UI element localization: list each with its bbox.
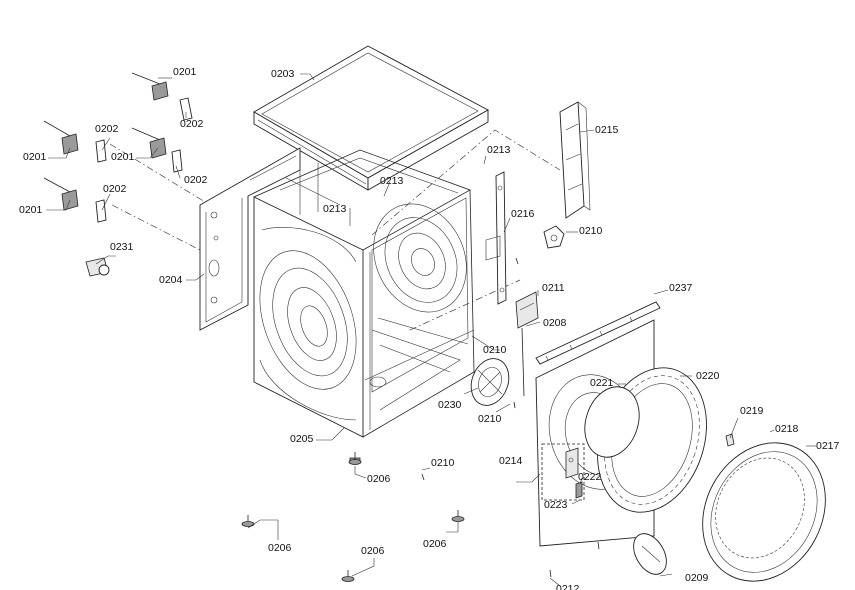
label-0213-b: 0213 xyxy=(380,175,404,187)
label-0221: 0221 xyxy=(590,377,614,389)
top-cover-part xyxy=(253,45,489,191)
label-0202-left: 0202 xyxy=(95,123,119,135)
label-0203: 0203 xyxy=(271,68,295,80)
label-0206-d: 0206 xyxy=(361,545,385,557)
label-0213-c: 0213 xyxy=(487,144,511,156)
label-0217: 0217 xyxy=(816,440,840,452)
label-0210-a: 0210 xyxy=(431,457,455,469)
label-0220: 0220 xyxy=(696,370,720,382)
filter-cap-part xyxy=(633,533,667,575)
label-0204: 0204 xyxy=(159,274,183,286)
assembly-guide-lines xyxy=(109,129,561,331)
pump-part xyxy=(470,358,510,406)
screw-and-clip-parts xyxy=(43,72,193,223)
label-0206-a: 0206 xyxy=(367,473,391,485)
pin-part xyxy=(725,433,735,447)
label-0212-cropped: 0212 xyxy=(556,584,580,590)
label-0202-top: 0202 xyxy=(180,118,204,130)
label-0222: 0222 xyxy=(578,471,602,483)
front-strip-part xyxy=(535,301,661,365)
label-0210-c: 0210 xyxy=(478,413,502,425)
label-0202-bottom: 0202 xyxy=(103,183,127,195)
wire-part xyxy=(521,327,525,397)
label-0216: 0216 xyxy=(511,208,535,220)
label-0206-b: 0206 xyxy=(268,542,292,554)
label-0219: 0219 xyxy=(740,405,764,417)
label-0211: 0211 xyxy=(542,282,565,294)
label-0201-left: 0201 xyxy=(23,151,47,163)
module-part xyxy=(515,291,539,329)
leader-lines xyxy=(46,73,816,587)
bracket-part xyxy=(559,101,591,219)
cabinet-frame xyxy=(253,149,475,438)
left-side-panel xyxy=(199,147,301,331)
label-0210-b: 0210 xyxy=(483,344,507,356)
foot-parts xyxy=(241,452,465,582)
door-lock-part xyxy=(565,447,583,499)
label-0205: 0205 xyxy=(290,433,314,445)
hinge-rail-part xyxy=(485,171,507,305)
label-0209: 0209 xyxy=(685,572,709,584)
label-0223: 0223 xyxy=(544,499,568,511)
label-0201-middle: 0201 xyxy=(111,151,135,163)
label-0231: 0231 xyxy=(110,241,134,253)
label-0201-bottom: 0201 xyxy=(19,204,43,216)
clip-part xyxy=(543,225,565,249)
label-0237: 0237 xyxy=(669,282,693,294)
label-0218: 0218 xyxy=(775,423,799,435)
label-0230: 0230 xyxy=(438,399,462,411)
outer-door-ring-part xyxy=(702,442,826,582)
cabinet-side-panel xyxy=(253,196,364,438)
label-0214: 0214 xyxy=(499,455,523,467)
label-0206-c: 0206 xyxy=(423,538,447,550)
door-glass-part xyxy=(584,386,640,458)
label-0213-a: 0213 xyxy=(323,203,347,215)
label-0215: 0215 xyxy=(595,124,619,136)
hose-connector-part xyxy=(85,257,110,277)
label-0202-middle: 0202 xyxy=(184,174,208,186)
label-0201-top: 0201 xyxy=(173,66,197,78)
label-0208: 0208 xyxy=(543,317,567,329)
small-screw-parts xyxy=(421,257,600,578)
label-0210-d: 0210 xyxy=(579,225,603,237)
